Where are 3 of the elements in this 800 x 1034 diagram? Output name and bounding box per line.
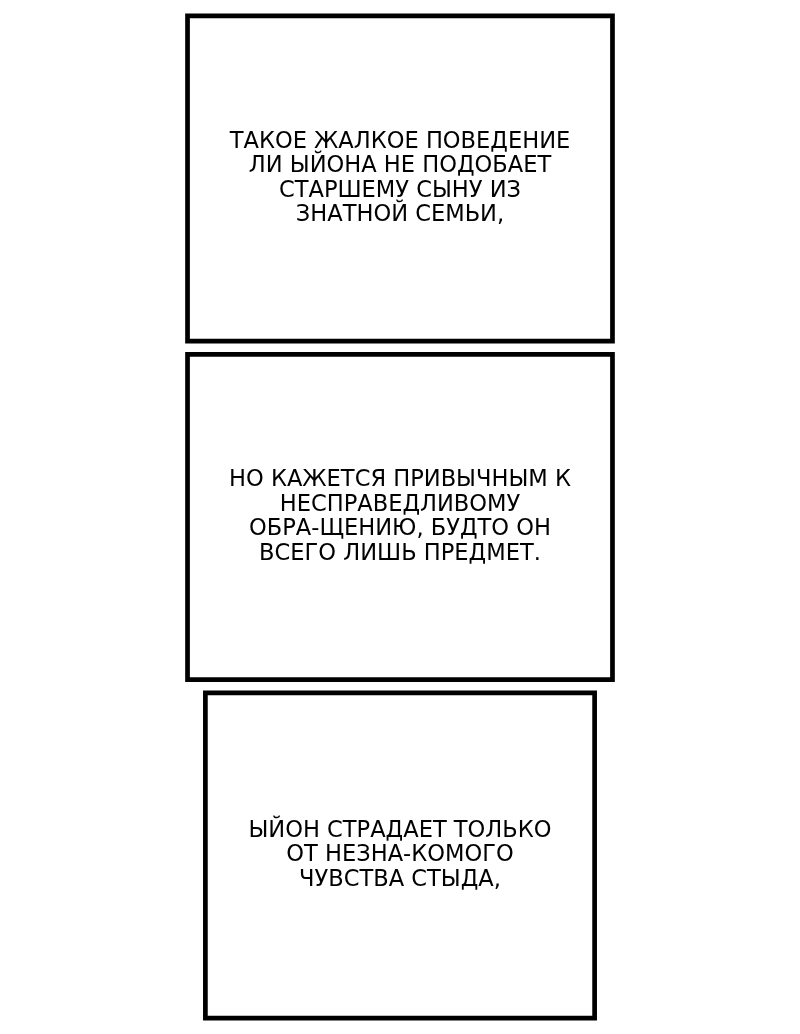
- node-box: ЫЙОН СТРАДАЕТ ТОЛЬКО ОТ НЕЗНА-КОМОГО ЧУВСТВА СТЫДА,: [203, 690, 597, 1021]
- node-box: НО КАЖЕТСЯ ПРИВЫЧНЫМ К НЕСПРАВЕДЛИВОМУ ОБРА-ЩЕНИЮ, БУДТО ОН ВСЕГО ЛИШЬ ПРЕДМЕТ.: [185, 352, 615, 682]
- node-box: ТАКОЕ ЖАЛКОЕ ПОВЕДЕНИЕ ЛИ ЫЙОНА НЕ ПОДОБАЕТ СТАРШЕМУ СЫНУ ИЗ ЗНАТНОЙ СЕМЬИ,: [185, 13, 615, 344]
